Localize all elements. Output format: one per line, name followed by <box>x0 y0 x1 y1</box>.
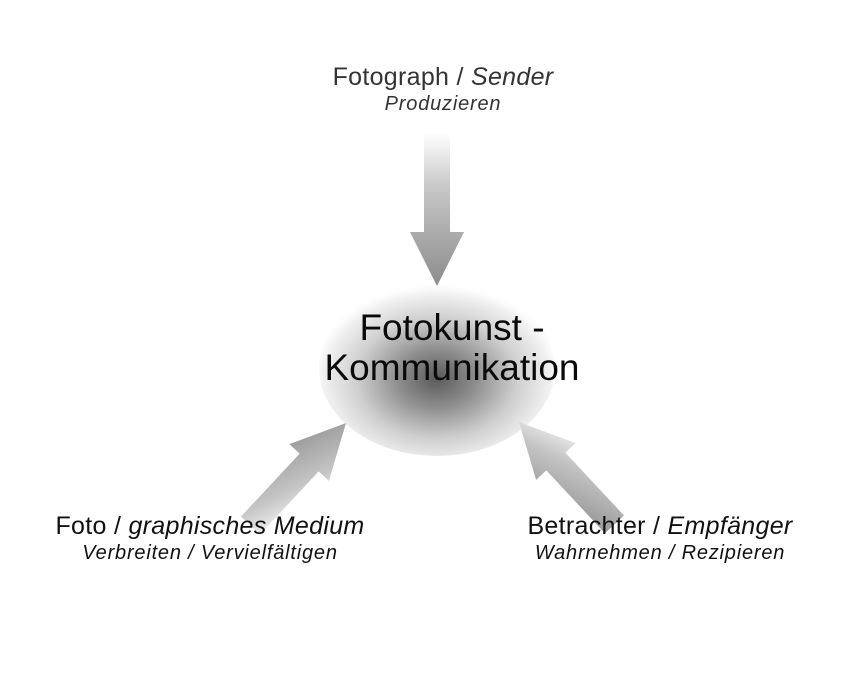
node-left-action: Verbreiten / Vervielfältigen <box>82 542 338 564</box>
arrow-right <box>519 422 624 534</box>
node-right-action: Wahrnehmen / Rezipieren <box>534 542 786 564</box>
node-top-role-main: Fotograph <box>332 63 450 91</box>
node-right-role-main: Betrachter <box>527 512 646 540</box>
node-top-role: Fotograph / Sender <box>233 62 653 92</box>
node-top-label: Fotograph / Sender Produzieren <box>233 62 653 116</box>
node-left-separator: / <box>106 512 129 540</box>
node-top-role-alt: Sender <box>471 63 554 91</box>
node-top-separator: / <box>449 63 471 91</box>
arrow-top <box>410 133 464 286</box>
node-left-role-alt: graphisches Medium <box>128 512 365 540</box>
node-left-role: Foto / graphisches Medium <box>10 511 410 541</box>
node-top-action: Produzieren <box>384 93 502 115</box>
center-title-line1: Fotokunst - <box>359 307 545 348</box>
node-right-separator: / <box>645 512 668 540</box>
node-right-label: Betrachter / Empfänger Wahrnehmen / Rezi… <box>480 511 840 565</box>
node-left-label: Foto / graphisches Medium Verbreiten / V… <box>10 511 410 565</box>
node-left-role-main: Foto <box>55 512 107 540</box>
center-blob <box>319 280 555 456</box>
arrow-left <box>241 423 346 535</box>
node-right-role: Betrachter / Empfänger <box>480 511 840 541</box>
node-right-role-alt: Empfänger <box>667 512 793 540</box>
center-title-line2: Kommunikation <box>324 347 580 388</box>
center-title: Fotokunst - Kommunikation <box>272 308 632 388</box>
